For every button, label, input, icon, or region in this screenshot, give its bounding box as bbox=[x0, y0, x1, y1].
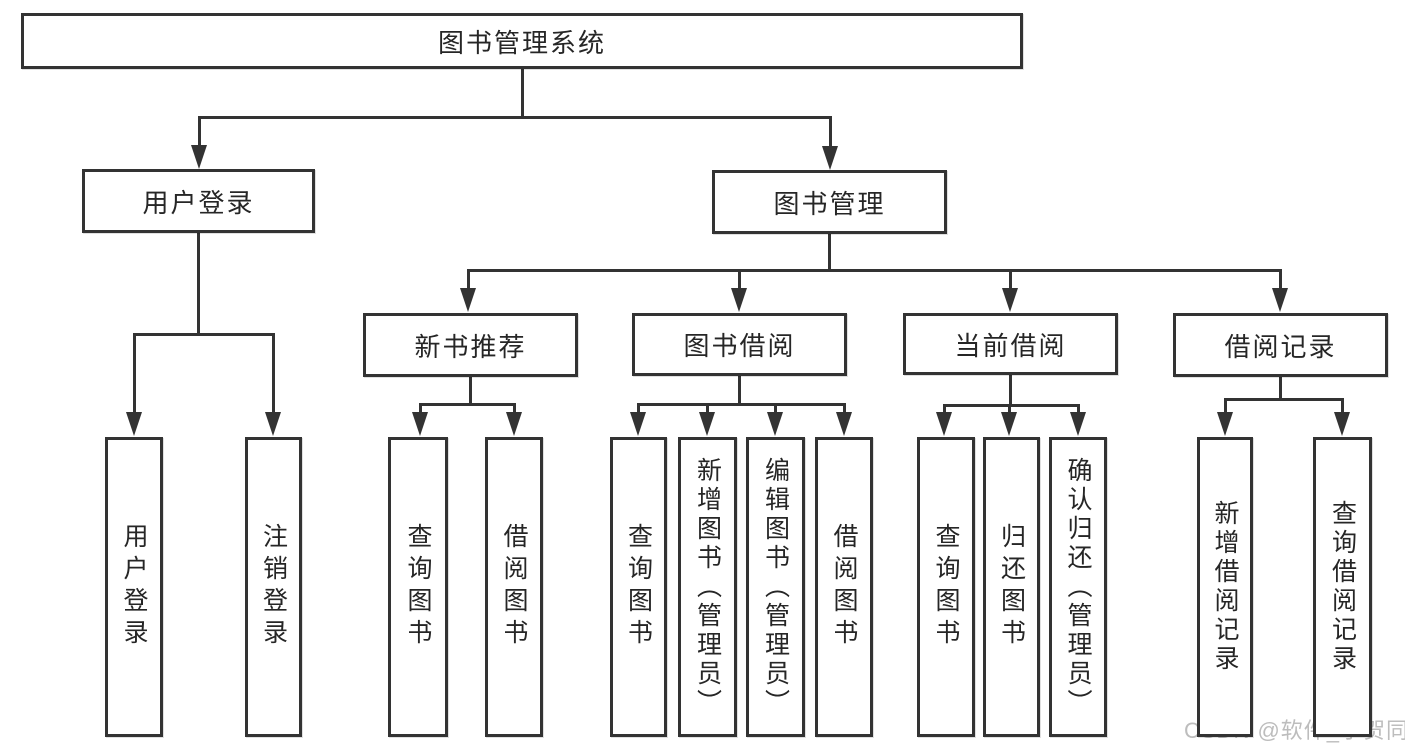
connector-arrow-line bbox=[942, 406, 946, 416]
arrowhead-down-icon bbox=[1334, 412, 1350, 436]
arrowhead-down-icon bbox=[265, 412, 281, 436]
connector-stem-borrow-record-split bbox=[1278, 377, 1282, 401]
arrowhead-down-icon bbox=[699, 412, 715, 436]
connector-arrow-line bbox=[1007, 406, 1011, 416]
node-leaf-logout: 注销登录 bbox=[245, 437, 302, 737]
arrowhead-down-icon bbox=[1272, 288, 1288, 312]
connector-arrow-line bbox=[1340, 400, 1344, 416]
connector-arrow-line bbox=[1076, 406, 1080, 416]
node-leaf-query-book-rec: 查询图书 bbox=[388, 437, 448, 737]
connector-stem-current-borrow-split bbox=[1008, 375, 1012, 407]
connector-arrow-line bbox=[1278, 271, 1282, 292]
arrowhead-down-icon bbox=[460, 288, 476, 312]
node-leaf-confirm-return: 确认归还（管理员） bbox=[1049, 437, 1107, 737]
node-leaf-return-book: 归还图书 bbox=[983, 437, 1040, 737]
node-leaf-add-book: 新增图书（管理员） bbox=[678, 437, 737, 737]
connector-stem-new-book-split bbox=[468, 377, 472, 406]
connector-arrow-line bbox=[842, 405, 846, 416]
connector-arrow-line bbox=[1008, 271, 1012, 292]
node-borrow-record: 借阅记录 bbox=[1173, 313, 1388, 377]
node-current-borrow: 当前借阅 bbox=[903, 313, 1118, 375]
arrowhead-down-icon bbox=[191, 145, 207, 169]
node-leaf-borrow-book: 借阅图书 bbox=[815, 437, 873, 737]
node-root-system: 图书管理系统 bbox=[21, 13, 1023, 69]
connector-stem-root-split bbox=[520, 69, 524, 119]
connector-arrow-line bbox=[466, 271, 470, 292]
connector-bar-book-mgmt-split bbox=[466, 269, 1282, 272]
arrowhead-down-icon bbox=[936, 412, 952, 436]
arrowhead-down-icon bbox=[836, 412, 852, 436]
connector-arrow-line bbox=[418, 405, 422, 416]
connector-arrow-line bbox=[737, 271, 741, 292]
node-new-book-recommend: 新书推荐 bbox=[363, 313, 578, 377]
arrowhead-down-icon bbox=[506, 412, 522, 436]
connector-bar-root-split bbox=[197, 116, 832, 119]
arrowhead-down-icon bbox=[1002, 288, 1018, 312]
arrowhead-down-icon bbox=[731, 288, 747, 312]
arrowhead-down-icon bbox=[630, 412, 646, 436]
arrowhead-down-icon bbox=[126, 412, 142, 436]
arrowhead-down-icon bbox=[1217, 412, 1233, 436]
connector-arrow-line bbox=[773, 405, 777, 416]
node-leaf-edit-book: 编辑图书（管理员） bbox=[746, 437, 805, 737]
connector-bar-book-borrow-split bbox=[636, 403, 846, 406]
connector-arrow-line bbox=[197, 118, 201, 149]
node-leaf-user-login: 用户登录 bbox=[105, 437, 163, 737]
arrowhead-down-icon bbox=[412, 412, 428, 436]
node-leaf-borrow-book-rec: 借阅图书 bbox=[485, 437, 543, 737]
connector-bar-borrow-record-split bbox=[1223, 398, 1344, 401]
node-leaf-query-record: 查询借阅记录 bbox=[1313, 437, 1372, 737]
connector-arrow-line bbox=[271, 335, 275, 416]
connector-bar-current-borrow-split bbox=[942, 404, 1080, 407]
connector-stem-book-borrow-split bbox=[737, 376, 741, 406]
connector-arrow-line bbox=[705, 405, 709, 416]
node-user-login: 用户登录 bbox=[82, 169, 315, 233]
arrowhead-down-icon bbox=[1070, 412, 1086, 436]
connector-bar-new-book-split bbox=[418, 403, 516, 406]
connector-bar-user-login-split bbox=[132, 333, 275, 336]
node-leaf-add-record: 新增借阅记录 bbox=[1197, 437, 1253, 737]
node-book-management: 图书管理 bbox=[712, 170, 947, 234]
arrowhead-down-icon bbox=[767, 412, 783, 436]
connector-stem-user-login-split bbox=[196, 233, 200, 336]
connector-stem-book-mgmt-split bbox=[827, 234, 831, 272]
connector-arrow-line bbox=[132, 335, 136, 416]
arrowhead-down-icon bbox=[822, 146, 838, 170]
connector-arrow-line bbox=[636, 405, 640, 416]
node-leaf-query-book-bor: 查询图书 bbox=[610, 437, 667, 737]
node-leaf-query-book-cur: 查询图书 bbox=[917, 437, 975, 737]
arrowhead-down-icon bbox=[1001, 412, 1017, 436]
connector-arrow-line bbox=[828, 118, 832, 150]
connector-arrow-line bbox=[512, 405, 516, 416]
node-book-borrow: 图书借阅 bbox=[632, 313, 847, 376]
connector-arrow-line bbox=[1223, 400, 1227, 416]
